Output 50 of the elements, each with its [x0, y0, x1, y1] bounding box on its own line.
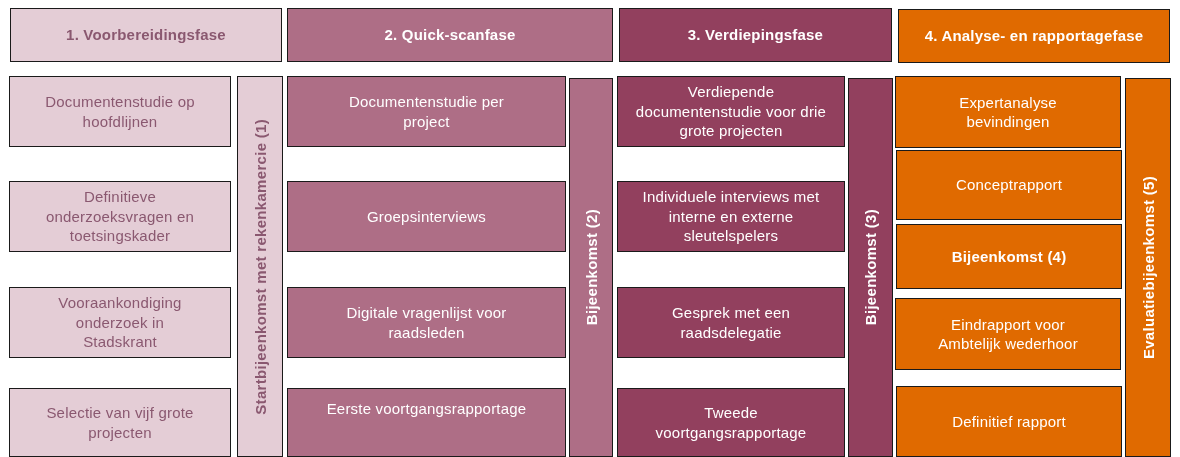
- activity-box: [896, 150, 1122, 220]
- activity-label: Tweede voortgangsrapportage: [654, 403, 808, 442]
- activity-box: [287, 388, 566, 457]
- activity-label: Expertanalyse bevindingen: [958, 92, 1058, 132]
- activity-label: Gesprek met een raadsdelegatie: [670, 303, 792, 342]
- meeting-bar: [1125, 78, 1171, 457]
- activity-label: Eindrapport voor Ambtelijk wederhoor: [937, 314, 1079, 354]
- phase-title: 1. Voorbereidingsfase: [66, 25, 226, 45]
- activity-label: Bijeenkomst (4): [951, 246, 1067, 267]
- meeting-bar: [237, 76, 283, 457]
- activity-label: Verdiepende documentenstudie voor drie grote projecten: [634, 82, 828, 141]
- activity-box: [895, 298, 1121, 370]
- activity-box: [287, 287, 566, 358]
- activity-label: Documentenstudie per project: [348, 92, 505, 131]
- activity-box: [287, 181, 566, 252]
- activity-box: [617, 181, 845, 252]
- phase-header: [619, 8, 892, 62]
- activity-box: [287, 76, 566, 147]
- phase-header: [10, 8, 282, 62]
- activity-box: [896, 386, 1122, 457]
- activity-label: Eerste voortgangsrapportage: [326, 399, 527, 419]
- activity-label: Definitief rapport: [952, 411, 1066, 432]
- activity-box: [617, 287, 845, 358]
- meeting-bar: [569, 78, 613, 457]
- activity-box: [617, 388, 845, 457]
- activity-label: Definitieve onderzoeksvragen en toetsingskader: [44, 187, 196, 246]
- activity-label: Selectie van vijf grote projecten: [45, 403, 195, 442]
- meeting-bar: [848, 78, 893, 457]
- activity-box: [9, 287, 231, 358]
- activity-box: [895, 76, 1121, 148]
- meeting-label: Evaluatiebijeenkomst (5): [1139, 175, 1157, 360]
- activity-label: Groepsinterviews: [366, 206, 487, 227]
- meeting-label: Startbijeenkomst met rekenkamercie (1): [251, 118, 269, 415]
- phase-title: 2. Quick-scanfase: [384, 25, 516, 45]
- activity-box: [9, 181, 231, 252]
- activity-label: Conceptrapport: [955, 175, 1063, 195]
- activity-box: [9, 388, 231, 457]
- phase-title: 4. Analyse- en rapportagefase: [924, 26, 1144, 46]
- activity-label: Vooraankondiging onderzoek in Stadskrant: [57, 293, 183, 352]
- activity-box: [896, 224, 1122, 289]
- activity-label: Individuele interviews met interne en externe sleutelspelers: [641, 187, 821, 246]
- activity-label: Documentenstudie op hoofdlijnen: [44, 92, 196, 131]
- activity-box: [617, 76, 845, 147]
- meeting-label: Bijeenkomst (3): [862, 209, 879, 326]
- meeting-label: Bijeenkomst (2): [582, 209, 600, 326]
- activity-label: Digitale vragenlijst voor raadsleden: [345, 303, 508, 342]
- activity-box: [9, 76, 231, 147]
- phase-header: [287, 8, 613, 62]
- phase-title: 3. Verdiepingsfase: [687, 25, 824, 45]
- phase-header: [898, 9, 1170, 63]
